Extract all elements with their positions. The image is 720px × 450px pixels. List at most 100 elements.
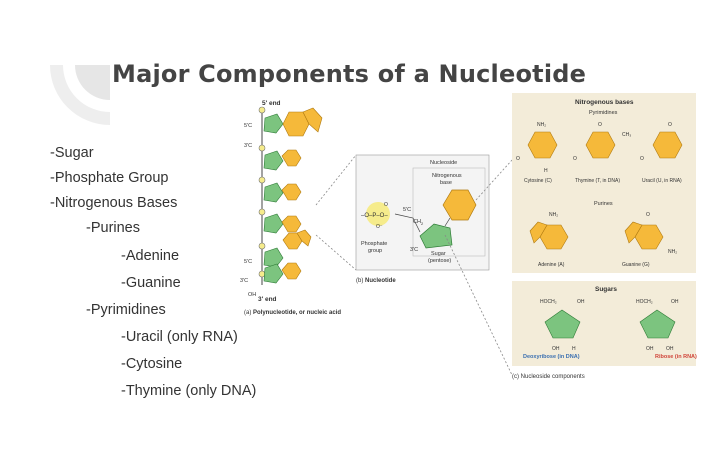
label-3c-top: 3'C [244, 143, 252, 149]
base-hexagon [281, 215, 302, 233]
cytosine-o: O [516, 156, 520, 162]
connector-dashed-2 [315, 234, 357, 271]
deoxyribose-ring [544, 309, 581, 339]
pyrimidines-label: Pyrimidines [589, 110, 618, 116]
nucleoside-bracket [412, 167, 486, 257]
connector-dashed-3 [475, 159, 513, 201]
slide-title: Major Components of a Nucleotide [112, 60, 587, 88]
sugar-pentagon-large [419, 223, 453, 249]
ribose-ring [639, 309, 676, 339]
base-pentagon [302, 107, 323, 133]
base-hexagon [281, 149, 302, 167]
ribose-oh-right: OH [666, 346, 674, 352]
phosphate-dot [258, 242, 266, 250]
nitrogenous-bases-heading: Nitrogenous bases [575, 99, 634, 106]
adenine-nh2: NH₂ [549, 212, 558, 218]
nitrogenous-base-label-2: base [440, 180, 452, 186]
guanine-label: Guanine (G) [622, 262, 650, 268]
phosphate-dot [258, 144, 266, 152]
base-pentagon [296, 229, 312, 247]
panel-c-components: Nitrogenous bases Pyrimidines NH₂ O H Cy… [512, 93, 697, 380]
adenine-label: Adenine (A) [538, 262, 565, 268]
thymine-ch3: CH₃ [622, 132, 631, 138]
deoxyribose-hoch2: HOCH₂ [540, 299, 557, 305]
bullet-guanine: -Guanine [121, 275, 181, 291]
panel-c-caption: (c) Nucleoside components [512, 374, 585, 380]
corner-arc [50, 65, 110, 125]
ribose-hoch2: HOCH₂ [636, 299, 653, 305]
label-5c-bottom: 5'C [244, 259, 252, 265]
bullet-phosphate-group: -Phosphate Group [50, 170, 169, 186]
base-hexagon-large [442, 189, 477, 221]
ribose-label: Ribose (in RNA) [655, 354, 697, 360]
phosphate-dot [258, 208, 266, 216]
bases-panel [512, 93, 696, 273]
bullet-adenine: -Adenine [121, 248, 180, 264]
sugar-pentagon [263, 247, 284, 268]
cytosine-ring [527, 131, 558, 159]
bullet-cytosine: -Cytosine [121, 356, 183, 372]
phosphate-circle [366, 202, 390, 226]
guanine-o: O [646, 212, 650, 218]
panel-b-nucleotide: Nucleoside Nitrogenous base –O–P–O– O O⁻… [355, 154, 490, 284]
backbone-units [258, 106, 323, 284]
ribose-oh-left: OH [646, 346, 654, 352]
bullet-sugar: -Sugar [50, 145, 94, 161]
corner-wedge [75, 65, 110, 100]
deoxyribose-h: H [572, 346, 576, 352]
uracil-ring [652, 131, 683, 159]
ribose-oh-top: OH [671, 299, 679, 305]
connector-dashed-4 [444, 234, 513, 376]
label-3c-bottom: 3'C [240, 278, 248, 284]
sugars-heading: Sugars [595, 286, 617, 293]
purines-label: Purines [594, 201, 613, 207]
sugar-pentagon [263, 213, 284, 234]
three-prime-end-label: 3' end [258, 296, 277, 303]
phosphate-o-top: O [384, 202, 388, 208]
phosphate-o-bottom: O⁻ [376, 224, 383, 230]
base-hexagon [281, 262, 302, 280]
label-5c-top: 5'C [244, 123, 252, 129]
sugar-label-2: (pentose) [428, 258, 451, 264]
deoxyribose-oh-top: OH [577, 299, 585, 305]
cytosine-h: H [544, 168, 548, 174]
bullet-thymine: -Thymine (only DNA) [121, 383, 257, 399]
three-c-label: 3'C [410, 247, 418, 253]
thymine-label: Thymine (T, in DNA) [575, 178, 620, 184]
corner-decoration [50, 65, 110, 125]
bullet-uracil: -Uracil (only RNA) [121, 329, 238, 345]
guanine-pentagon [624, 221, 643, 244]
connector-dashed-1 [315, 154, 357, 206]
panel-a-polynucleotide: 5' end [240, 100, 341, 316]
uracil-o: O [640, 156, 644, 162]
uracil-o-top: O [668, 122, 672, 128]
five-c-label: 5'C [403, 207, 411, 213]
thymine-ring [585, 131, 616, 159]
base-hexagon [281, 183, 302, 201]
phosphate-formula: –O–P–O– [361, 213, 388, 219]
bullet-pyrimidines: -Pyrimidines [86, 302, 166, 318]
sugar-pentagon [263, 182, 284, 203]
bullet-nitrogenous-bases: -Nitrogenous Bases [50, 195, 178, 211]
panel-b-caption: (b) Nucleotide [356, 278, 396, 284]
phosphate-group-label-1: Phosphate [361, 241, 387, 247]
adenine-pentagon [529, 221, 548, 244]
oh-label: OH [248, 292, 256, 298]
nucleoside-label: Nucleoside [430, 160, 457, 166]
uracil-label: Uracil (U, in RNA) [642, 178, 682, 184]
phosphate-sugar-bond [394, 213, 421, 233]
ch2-label: CH2 [413, 219, 424, 226]
cytosine-label: Cytosine (C) [524, 178, 552, 184]
thymine-o: O [573, 156, 577, 162]
sugar-pentagon [263, 150, 284, 171]
nitrogenous-base-label-1: Nitrogenous [432, 173, 462, 179]
panel-a-caption: (a) Polynucleotide, or nucleic acid [244, 310, 341, 316]
phosphate-group-label-2: group [368, 248, 382, 254]
cytosine-nh2: NH₂ [537, 122, 546, 128]
deoxyribose-label: Deoxyribose (in DNA) [523, 354, 580, 360]
phosphate-dot [258, 176, 266, 184]
sugar-pentagon [263, 263, 284, 284]
five-prime-end-label: 5' end [262, 100, 281, 107]
